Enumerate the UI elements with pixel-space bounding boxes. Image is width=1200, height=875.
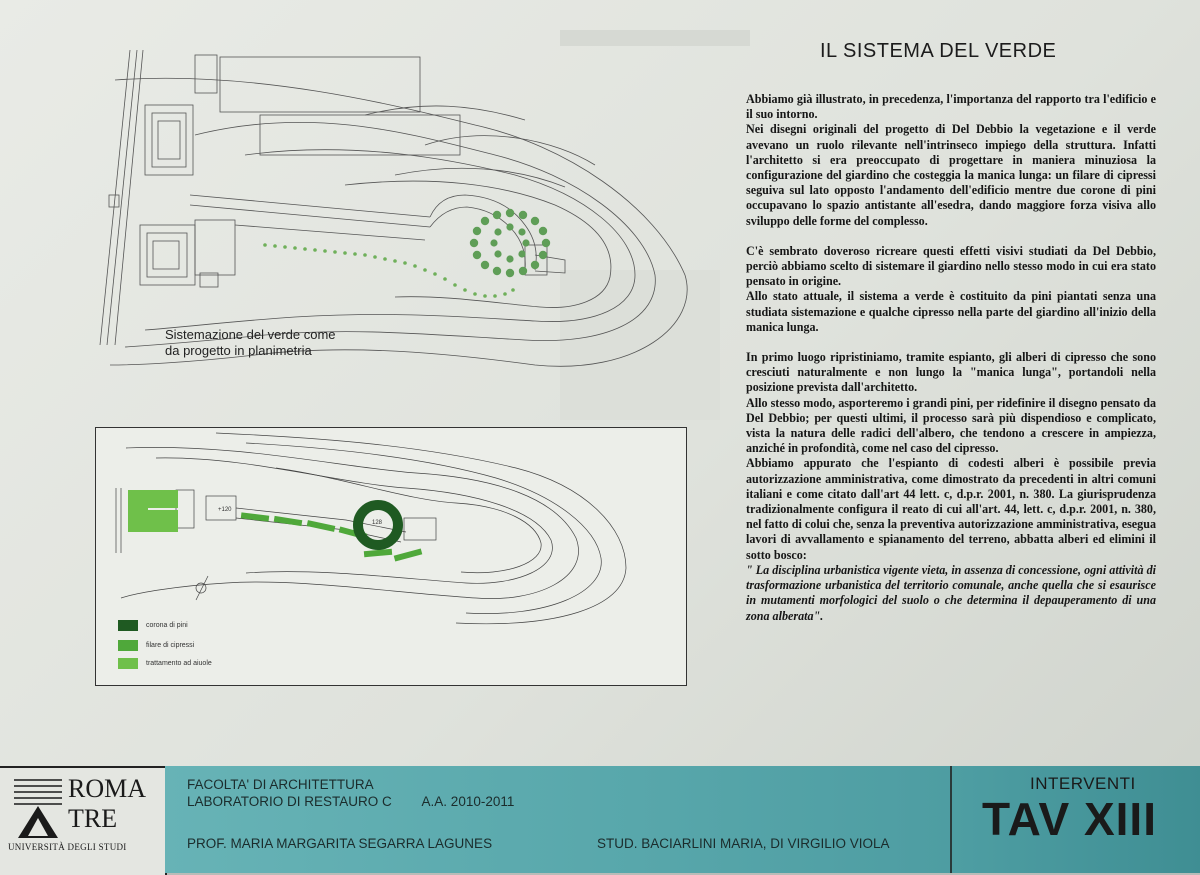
sheet-number: TAV XIII [982,793,1157,845]
paragraph-4: Allo stato attuale, il sistema a verde è… [746,289,1156,334]
roma-tre-emblem-icon [14,779,62,838]
site-plan-drawing [99,49,688,367]
legend-item-trattamento-ad-aiuole: trattamento ad aiuole [118,658,212,669]
lab-name: LABORATORIO DI RESTAURO C [187,794,392,809]
professor-name: PROF. MARIA MARGARITA SEGARRA LAGUNES [187,836,493,851]
inset-plan-panel: +120 128 corona di pini filare di cipres… [95,427,687,686]
paragraph-6: Allo stesso modo, asporteremo i grandi p… [746,395,1156,456]
legend-item-corona-di-pini: corona di pini [118,620,188,631]
legend-label: trattamento ad aiuole [146,660,212,667]
legend-label: filare di cipressi [146,642,195,649]
university-logo: ROMA TRE UNIVERSITÀ DEGLI STUDI [0,766,167,875]
lab-line: LABORATORIO DI RESTAURO C A.A. 2010-2011 [187,793,514,810]
course-info: FACOLTA' DI ARCHITETTURA LABORATORIO DI … [187,776,514,810]
plan-caption-line-2: da progetto in planimetria [165,343,312,358]
student-names: STUD. BACIARLINI MARIA, DI VIRGILIO VIOL… [597,836,890,851]
paragraph-1: Abbiamo già illustrato, in precedenza, l… [746,92,1156,122]
faculty-name: FACOLTA' DI ARCHITETTURA [187,777,374,792]
page-title: IL SISTEMA DEL VERDE [820,40,1057,62]
course-info-band: FACOLTA' DI ARCHITETTURA LABORATORIO DI … [165,766,950,873]
legend-swatch [118,658,138,669]
paragraph-5: In primo luogo ripristiniamo, tramite es… [746,350,1156,395]
logo-tre: TRE [68,804,118,833]
elevation-label-120: +120 [218,507,232,513]
plan-caption-line-1: Sistemazione del verde come [165,327,336,342]
plan-caption: Sistemazione del verde come da progetto … [165,327,336,359]
paragraph-7: Abbiamo appurato che l'espianto di codes… [746,456,1156,562]
sheet-number-box: INTERVENTI TAV XIII [950,766,1200,873]
title-block: ROMA TRE UNIVERSITÀ DEGLI STUDI FACOLTA'… [0,766,1200,875]
bleed-through-shadow [560,270,720,420]
legend-swatch [118,640,138,651]
legend-label: corona di pini [146,622,188,629]
elevation-label-128: 128 [372,520,383,526]
academic-year: A.A. 2010-2011 [421,794,515,809]
paragraph-2: Nei disegni originali del progetto di De… [746,122,1156,228]
bleed-through-shadow [560,30,750,46]
logo-university: UNIVERSITÀ DEGLI STUDI [8,842,127,852]
legend-item-filare-di-cipressi: filare di cipressi [118,640,194,651]
paragraph-3: C'è sembrato doveroso ricreare questi ef… [746,243,1156,289]
inset-plan-drawing [115,432,627,625]
section-label: INTERVENTI [1030,774,1136,793]
paragraph-quote: " La disciplina urbanistica vigente viet… [746,562,1156,623]
body-text: Abbiamo già illustrato, in precedenza, l… [746,92,1156,624]
legend-swatch [118,620,138,631]
logo-roma: ROMA [68,774,147,803]
